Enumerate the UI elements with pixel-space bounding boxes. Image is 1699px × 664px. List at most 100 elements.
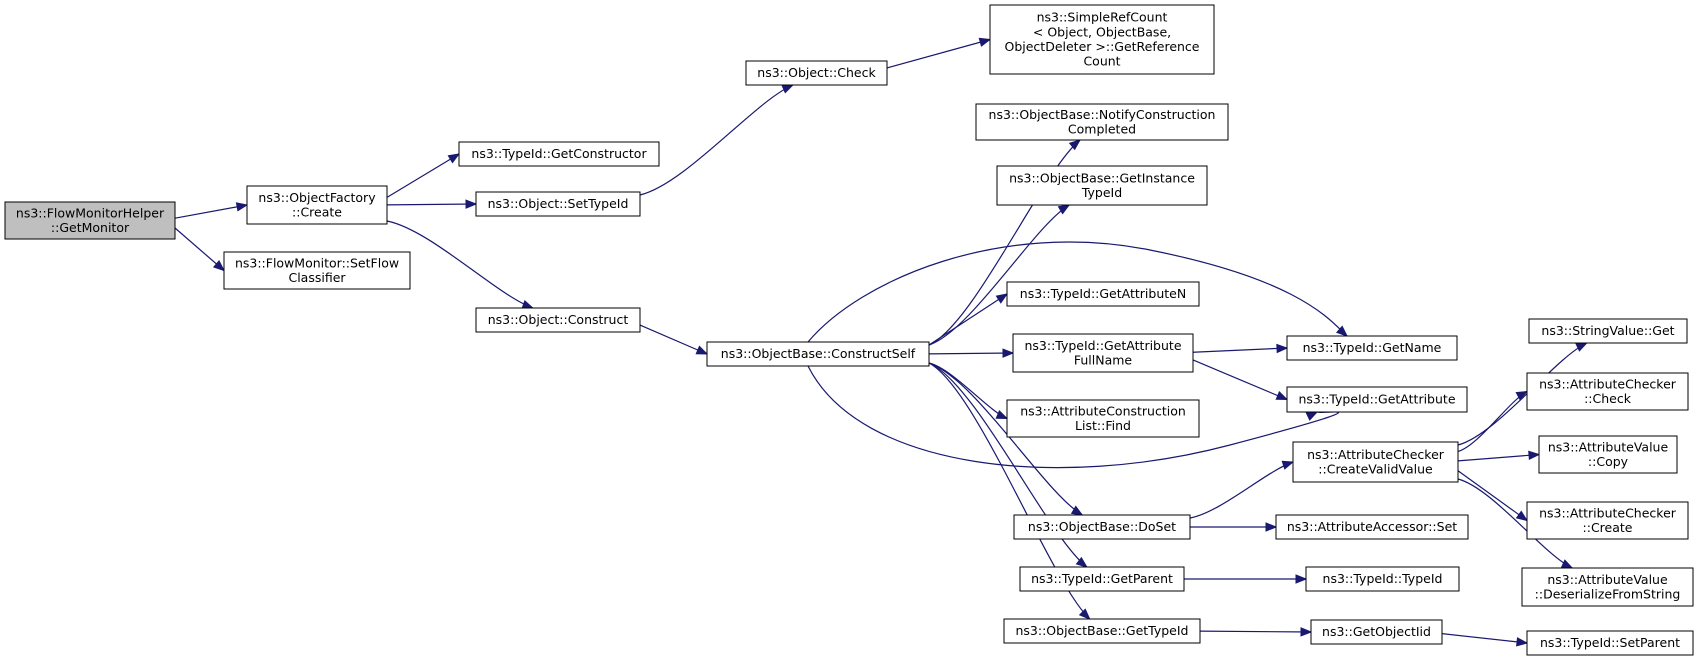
node-label-line: ns3::ObjectBase::GetInstance xyxy=(1009,170,1195,185)
edge-object_check-to-simplerefcount_getreferencecount xyxy=(886,37,992,69)
node-label-line: ns3::AttributeChecker xyxy=(1539,376,1677,391)
edge-line xyxy=(928,293,1008,346)
edge-line xyxy=(928,362,1088,568)
edge-objectbase_constructself-to-objectbase_getinstancetypeid xyxy=(928,204,1071,346)
arrowhead-icon xyxy=(465,199,478,209)
node-objectbase_doset[interactable]: ns3::ObjectBase::DoSet xyxy=(1013,514,1191,540)
node-label-line: ns3::TypeId::TypeId xyxy=(1323,571,1443,586)
node-attributechecker_check[interactable]: ns3::AttributeChecker::Check xyxy=(1526,372,1689,411)
arrowhead-icon xyxy=(1515,390,1529,401)
node-box xyxy=(1526,630,1694,656)
node-label-line: ns3::SimpleRefCount xyxy=(1037,10,1168,25)
arrowhead-icon xyxy=(1516,637,1529,647)
node-box xyxy=(996,165,1208,206)
edge-line xyxy=(386,203,477,206)
node-box xyxy=(1006,281,1200,307)
node-box xyxy=(1003,618,1201,644)
node-label-line: ns3::ObjectBase::ConstructSelf xyxy=(721,346,916,361)
node-flowmonitorhelper_getmonitor[interactable]: ns3::FlowMonitorHelper::GetMonitor xyxy=(4,201,176,240)
arrowhead-icon xyxy=(235,202,249,212)
node-label-line: FullName xyxy=(1074,352,1133,367)
arrowhead-icon xyxy=(995,293,1009,304)
node-objectfactory_create[interactable]: ns3::ObjectFactory::Create xyxy=(246,185,388,225)
edge-objectbase_constructself-to-objectbase_gettypeid xyxy=(928,362,1091,620)
node-object_settypeid[interactable]: ns3::Object::SetTypeId xyxy=(475,191,641,217)
edge-line xyxy=(1457,478,1573,569)
node-box xyxy=(1292,441,1459,483)
arrowhead-icon xyxy=(447,153,461,164)
node-label-line: ::Check xyxy=(1584,391,1632,406)
node-label-line: ns3::TypeId::GetAttribute xyxy=(1298,392,1455,407)
edge-line xyxy=(1457,470,1528,521)
edge-line xyxy=(174,204,248,219)
edge-line xyxy=(639,84,794,196)
edge-objectfactory_create-to-typeid_getconstructor xyxy=(386,153,461,198)
node-label-line: Completed xyxy=(1068,121,1136,136)
arrowhead-icon xyxy=(1276,343,1289,354)
node-typeid_getconstructor[interactable]: ns3::TypeId::GetConstructor xyxy=(458,141,660,167)
node-label-line: ::Create xyxy=(1583,520,1633,535)
node-attributevalue_deserializefromstring[interactable]: ns3::AttributeValue::DeserializeFromStri… xyxy=(1521,567,1694,607)
node-simplerefcount_getreferencecount[interactable]: ns3::SimpleRefCount< Object, ObjectBase,… xyxy=(989,4,1215,75)
node-label-line: ::Create xyxy=(292,204,342,219)
node-label-line: ns3::AttributeChecker xyxy=(1307,447,1445,462)
node-label-line: ns3::GetObjectIid xyxy=(1322,624,1431,639)
edge-objectbase_constructself-to-objectbase_doset xyxy=(928,362,1084,516)
edge-typeid_getparent-to-typeid_typeid xyxy=(1184,574,1308,584)
node-box xyxy=(975,103,1229,141)
node-objectbase_notifyconstructioncompleted[interactable]: ns3::ObjectBase::NotifyConstructionCompl… xyxy=(975,103,1229,141)
node-typeid_getattribute[interactable]: ns3::TypeId::GetAttribute xyxy=(1286,386,1468,413)
arrowhead-icon xyxy=(1560,559,1574,569)
node-typeid_setparent[interactable]: ns3::TypeId::SetParent xyxy=(1526,630,1694,656)
node-label-line: Classifier xyxy=(288,270,346,285)
node-box xyxy=(1528,318,1688,344)
node-label-line: ns3::Object::SetTypeId xyxy=(488,196,629,211)
node-object_construct[interactable]: ns3::Object::Construct xyxy=(475,307,641,333)
node-getobjectiid[interactable]: ns3::GetObjectIid xyxy=(1310,619,1443,645)
node-attributechecker_createvalidvalue[interactable]: ns3::AttributeChecker::CreateValidValue xyxy=(1292,441,1459,483)
node-box xyxy=(1538,435,1678,474)
node-label-line: ::Copy xyxy=(1588,454,1629,469)
node-stringvalue_get[interactable]: ns3::StringValue::Get xyxy=(1528,318,1688,344)
node-label-line: Count xyxy=(1083,53,1120,68)
edge-objectbase_gettypeid-to-getobjectiid xyxy=(1199,627,1313,637)
node-box xyxy=(1019,566,1185,592)
edge-objectfactory_create-to-object_settypeid xyxy=(386,199,478,209)
node-box xyxy=(1310,619,1443,645)
arrowhead-icon xyxy=(1265,522,1278,532)
node-typeid_getname[interactable]: ns3::TypeId::GetName xyxy=(1286,335,1458,361)
node-label-line: ns3::TypeId::GetConstructor xyxy=(471,146,647,161)
node-label-line: ns3::AttributeValue xyxy=(1548,439,1669,454)
edge-objectbase_constructself-to-typeid_getattributefullname xyxy=(928,348,1015,358)
edge-line xyxy=(928,362,1091,620)
edge-line xyxy=(928,352,1014,355)
node-typeid_typeid[interactable]: ns3::TypeId::TypeId xyxy=(1305,566,1460,592)
arrowhead-icon xyxy=(1300,627,1313,637)
node-object_check[interactable]: ns3::Object::Check xyxy=(745,60,888,86)
arrowhead-icon xyxy=(1281,460,1295,470)
node-label-line: ns3::StringValue::Get xyxy=(1541,323,1674,338)
node-label-line: ObjectDeleter >::GetReference xyxy=(1004,39,1199,54)
node-label-line: ns3::ObjectBase::GetTypeId xyxy=(1016,623,1189,638)
node-box xyxy=(1013,514,1191,540)
node-box xyxy=(1521,567,1694,607)
node-box xyxy=(4,201,176,240)
node-objectbase_constructself[interactable]: ns3::ObjectBase::ConstructSelf xyxy=(706,341,930,367)
edge-typeid_getattributefullname-to-typeid_getattribute xyxy=(1192,359,1289,401)
node-attributechecker_create[interactable]: ns3::AttributeChecker::Create xyxy=(1526,501,1689,540)
edge-attributechecker_createvalidvalue-to-attributechecker_create xyxy=(1457,470,1529,522)
edge-line xyxy=(807,241,1348,343)
node-attributevalue_copy[interactable]: ns3::AttributeValue::Copy xyxy=(1538,435,1678,474)
node-typeid_getattributen[interactable]: ns3::TypeId::GetAttributeN xyxy=(1006,281,1200,307)
arrowhead-icon xyxy=(1528,450,1541,461)
node-box xyxy=(475,307,641,333)
node-attributeaccessor_set[interactable]: ns3::AttributeAccessor::Set xyxy=(1275,514,1469,540)
node-typeid_getparent[interactable]: ns3::TypeId::GetParent xyxy=(1019,566,1185,592)
edge-flowmonitorhelper_getmonitor-to-objectfactory_create xyxy=(174,202,249,219)
node-objectbase_gettypeid[interactable]: ns3::ObjectBase::GetTypeId xyxy=(1003,618,1201,644)
node-label-line: List::Find xyxy=(1075,418,1131,433)
